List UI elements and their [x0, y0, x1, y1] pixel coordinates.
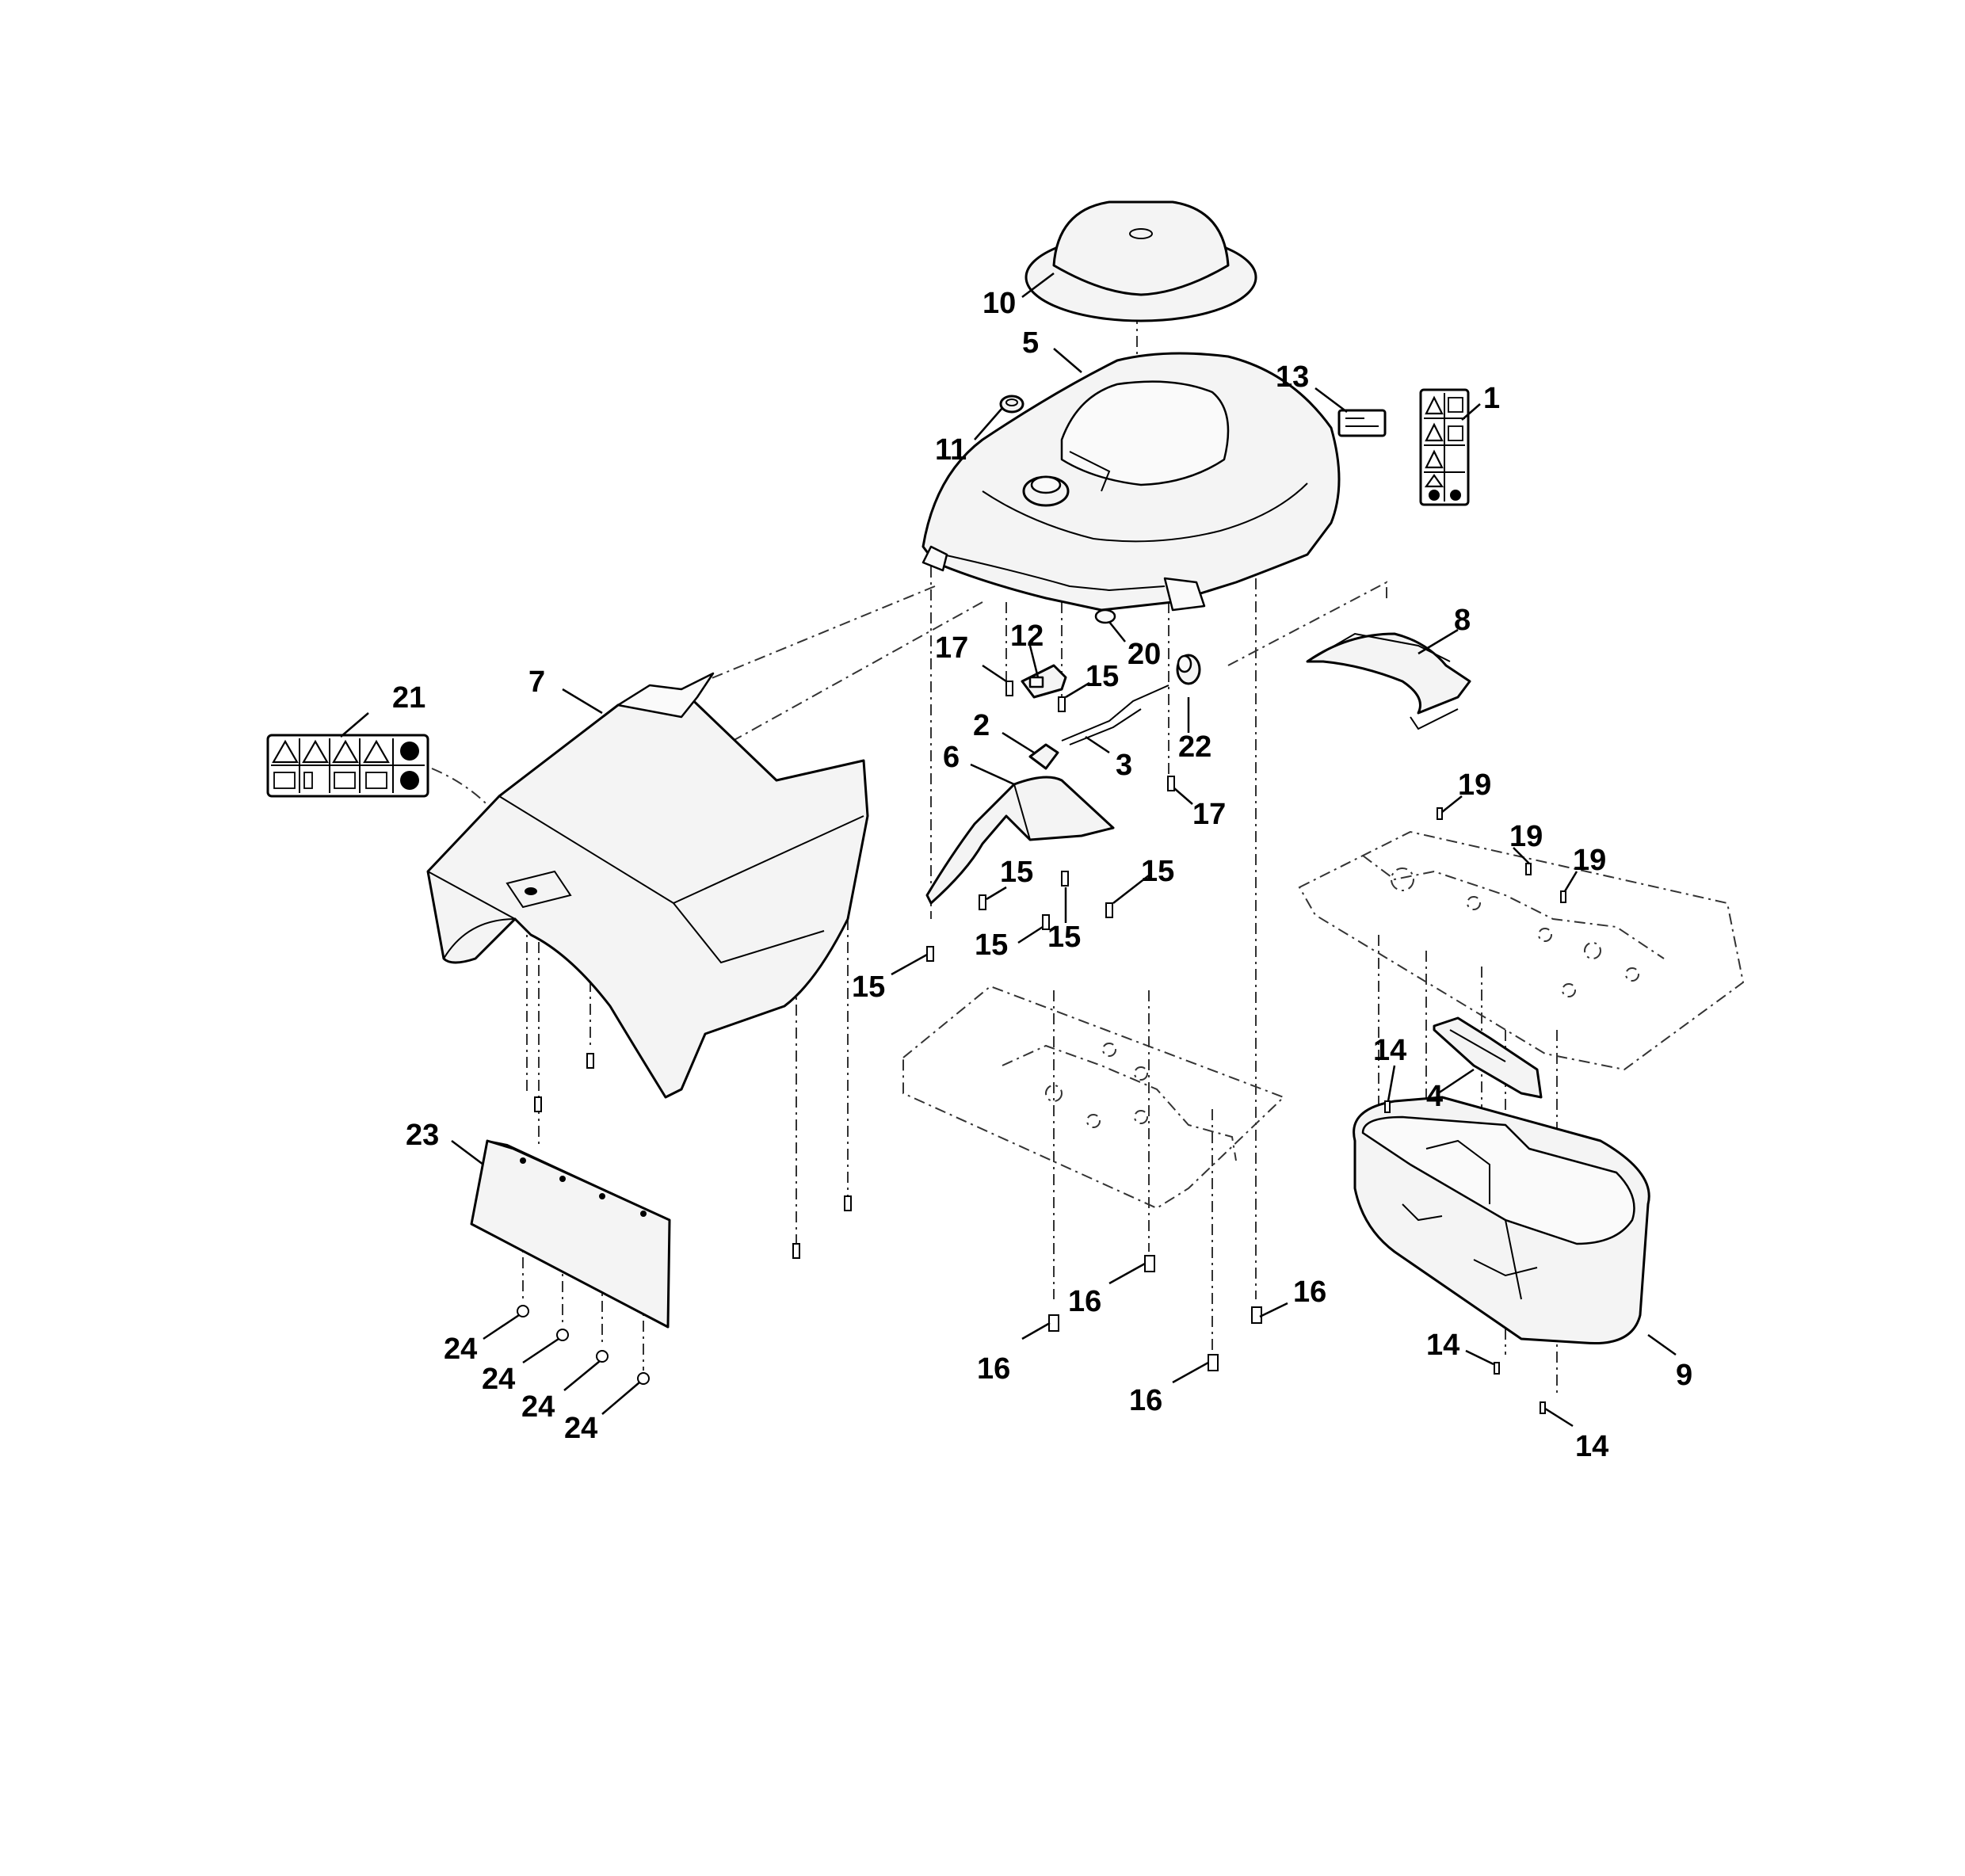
callout-20: 20	[1127, 638, 1161, 671]
callout-15-b: 15	[1000, 856, 1033, 889]
leader-lines	[340, 273, 1677, 1428]
callout-15-d: 15	[975, 928, 1008, 962]
part-13-label	[1337, 409, 1387, 437]
callout-15-e: 15	[1047, 921, 1081, 954]
callout-24-a: 24	[444, 1333, 477, 1366]
callout-3: 3	[1116, 749, 1132, 782]
callout-12: 12	[1010, 620, 1044, 653]
callout-2: 2	[973, 709, 990, 742]
part-4-latch	[1433, 1016, 1543, 1099]
part-22-plug	[1176, 654, 1201, 685]
part-21-decal	[266, 734, 429, 798]
callout-14-b: 14	[1426, 1329, 1459, 1362]
callout-16-b: 16	[977, 1352, 1010, 1386]
part-2-connector	[1028, 743, 1059, 770]
part-6-guard-plate	[925, 776, 1115, 905]
callout-9: 9	[1676, 1359, 1692, 1392]
callout-11: 11	[935, 433, 967, 467]
callout-17-top: 17	[935, 631, 968, 665]
callout-19-b: 19	[1509, 820, 1543, 853]
callout-6: 6	[943, 741, 960, 774]
part-10-top-cap	[1024, 200, 1257, 322]
callout-4: 4	[1426, 1080, 1443, 1113]
part-5-main-body	[921, 352, 1341, 612]
callout-24-d: 24	[564, 1412, 597, 1445]
callout-labels: 10 5 13 1 11 8 21 7 17 12 20 15 22 2 3 1…	[392, 287, 1692, 1463]
part-7-hood	[426, 672, 869, 1099]
part-12-switch	[1021, 664, 1067, 699]
callout-16-d: 16	[1129, 1384, 1162, 1417]
callout-1: 1	[1483, 382, 1500, 415]
callout-13: 13	[1276, 360, 1309, 394]
part-23-flap	[470, 1139, 671, 1329]
callout-24-c: 24	[521, 1390, 555, 1424]
part-8-bracket	[1306, 632, 1471, 730]
callout-22: 22	[1178, 730, 1211, 764]
callout-14-a: 14	[1373, 1034, 1406, 1067]
fasteners	[517, 681, 1566, 1414]
callout-15-c: 15	[1141, 855, 1174, 888]
callout-16-a: 16	[1068, 1285, 1101, 1318]
callout-23: 23	[406, 1119, 439, 1152]
callout-7: 7	[528, 665, 545, 699]
callout-16-c: 16	[1293, 1275, 1326, 1309]
part-20-ring	[1094, 608, 1116, 624]
callout-15-top: 15	[1086, 660, 1119, 693]
callout-17-bottom: 17	[1192, 798, 1226, 831]
callout-15-f: 15	[852, 970, 885, 1004]
callout-24-b: 24	[482, 1363, 515, 1396]
part-11-grommet	[999, 395, 1024, 414]
part-1-decal	[1419, 388, 1470, 506]
callout-19-a: 19	[1458, 768, 1491, 802]
callout-8: 8	[1454, 604, 1471, 637]
part-3-cable	[1061, 684, 1169, 745]
part-9-tray	[1353, 1096, 1650, 1345]
callout-14-c: 14	[1575, 1430, 1608, 1463]
callout-5: 5	[1022, 326, 1039, 360]
callout-19-c: 19	[1573, 844, 1606, 877]
callout-10: 10	[982, 287, 1016, 320]
callout-21: 21	[392, 681, 425, 715]
